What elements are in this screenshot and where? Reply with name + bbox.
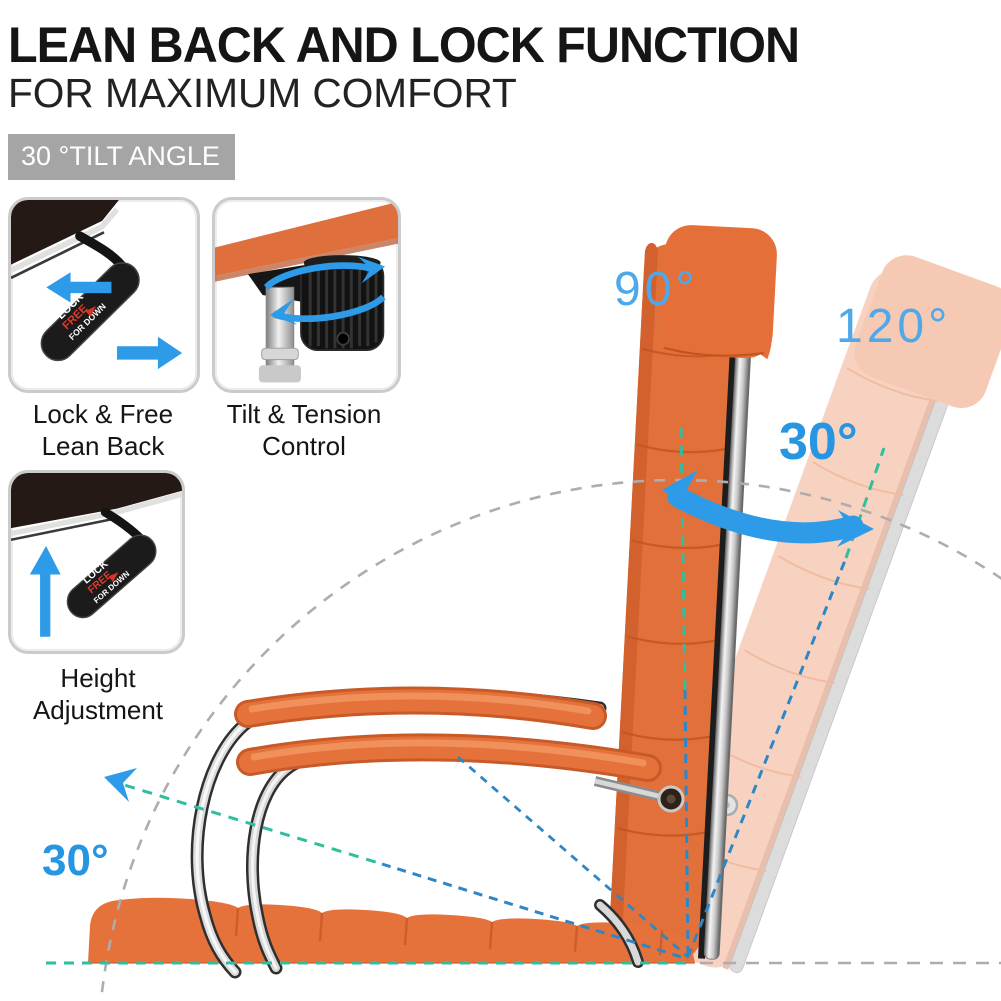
page-title: LEAN BACK AND LOCK FUNCTION [8,17,800,73]
caption-line: Lean Back [41,431,165,461]
recline-arc-guide [99,478,1001,1001]
caption-line: Lock & Free [32,399,174,429]
tension-knob-illustration [215,201,398,383]
inset-height-lever: LOCK FREE FOR DOWN [8,470,185,654]
upright-chair-back [608,225,777,962]
base-angle-arrowhead [104,768,137,802]
caption-line: Adjustment [32,695,164,725]
armrest-pads [234,686,662,782]
arrow-left-icon [46,272,112,303]
caption-line: Tilt & Tension [226,399,382,429]
caption-line: Control [262,431,346,461]
recline-pivot-bolt [593,776,685,813]
caption-tilt-tension: Tilt & Tension Control [204,398,404,462]
caption-lock-free: Lock & Free Lean Back [0,398,206,462]
caption-height-adjustment: Height Adjustment [0,662,196,726]
arrow-right-icon [117,336,183,370]
upright-axis-blue [683,689,690,957]
tilt-angle-badge: 30 °TILT ANGLE [8,134,235,180]
base-tilt-line-blue [381,862,689,961]
arrow-up-icon [29,545,61,637]
headrest [660,225,777,360]
rotate-arrow-icon [263,256,386,325]
angle-label-upright: 90° [614,263,699,316]
height-lever-illustration: LOCK FREE FOR DOWN [11,473,182,637]
lock-lever-illustration: LOCK FREE FOR DOWN [11,200,183,370]
page-subtitle: FOR MAXIMUM COMFORT [8,70,517,116]
recline-range-arrow [662,470,874,547]
angle-label-recline-range: 30° [779,413,858,471]
angle-label-reclined: 120° [836,300,952,353]
reclined-axis-teal [844,447,886,559]
caption-line: Height [60,663,136,693]
base-tilt-line-teal [107,778,383,866]
reclined-axis-blue [686,557,848,958]
upright-axis-teal [679,427,687,691]
angle-label-base: 30° [42,836,109,885]
inset-lock-lever: LOCK FREE FOR DOWN [8,197,200,393]
seat-edge-guide-blue [457,755,689,959]
inset-tension-knob [212,197,401,393]
